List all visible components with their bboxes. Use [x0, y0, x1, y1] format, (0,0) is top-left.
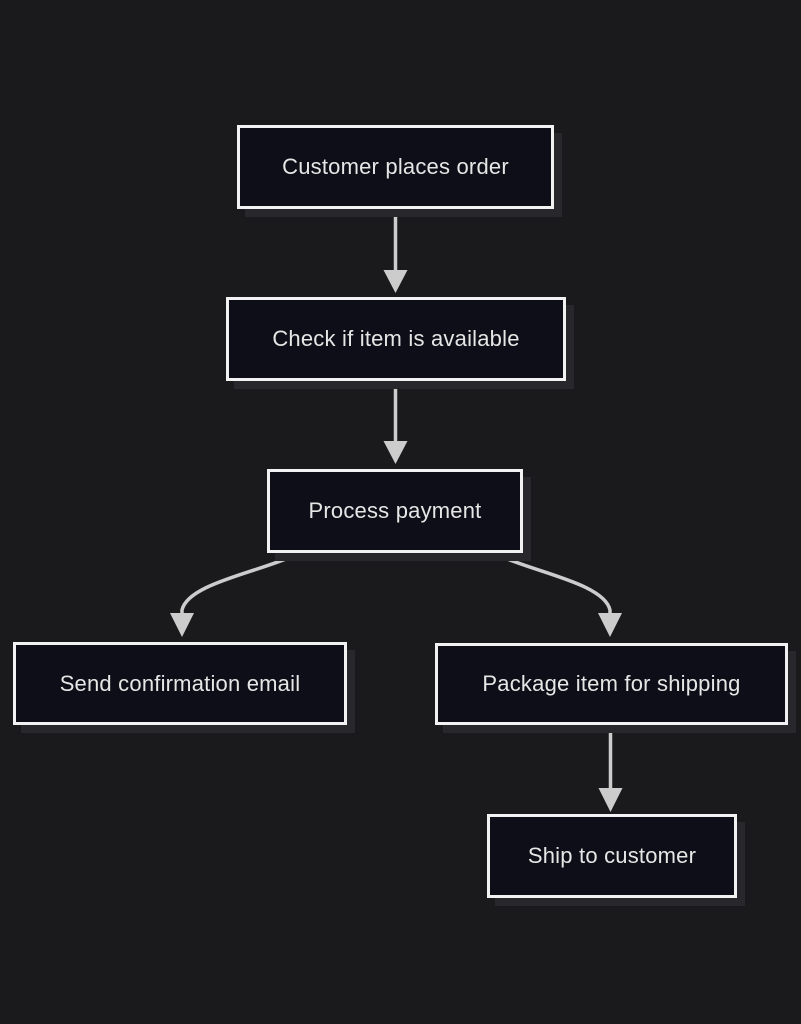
arrowhead-package-to-ship	[598, 788, 623, 812]
arrowhead-payment-to-package	[598, 613, 622, 637]
node-send-confirmation-email: Send confirmation email	[13, 642, 347, 725]
node-label: Process payment	[308, 498, 482, 523]
arrowhead-customer-to-check	[383, 270, 408, 293]
node-label: Send confirmation email	[59, 670, 301, 696]
edge-payment-to-package	[499, 554, 612, 613]
node-label: Customer places order	[282, 154, 509, 179]
node-label: Ship to customer	[527, 843, 697, 868]
arrowhead-payment-to-email	[170, 613, 194, 637]
edge-payment-to-email	[180, 554, 294, 613]
node-ship-to-customer: Ship to customer	[487, 814, 737, 898]
node-label: Package item for shipping	[482, 671, 741, 696]
node-label: Check if item is available	[272, 326, 520, 351]
node-check-item-available: Check if item is available	[226, 297, 566, 381]
arrowhead-check-to-payment	[383, 441, 408, 464]
node-process-payment: Process payment	[267, 469, 523, 553]
node-package-item-shipping: Package item for shipping	[435, 643, 788, 725]
node-customer-places-order: Customer places order	[237, 125, 554, 209]
